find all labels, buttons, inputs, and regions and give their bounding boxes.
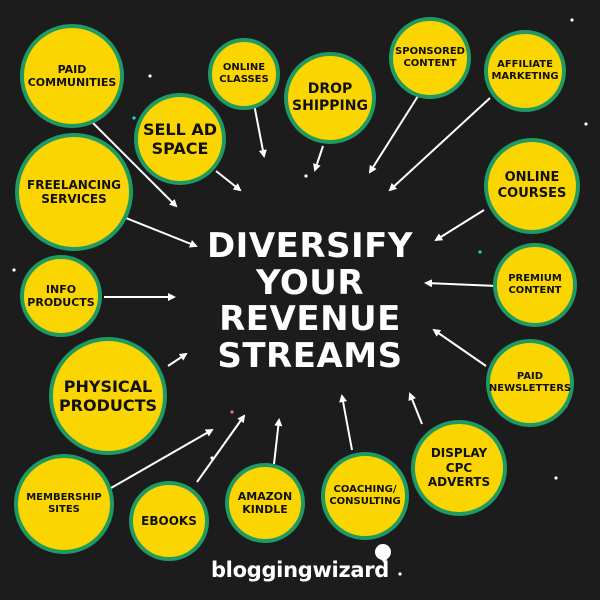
arrow bbox=[408, 392, 423, 425]
bubble-label: ONLINE COURSES bbox=[497, 170, 567, 201]
bubble-label: COACHING/ CONSULTING bbox=[329, 484, 401, 507]
bubble-label: SPONSORED CONTENT bbox=[395, 46, 465, 69]
bubble-label: PAID NEWSLETTERS bbox=[488, 371, 572, 394]
bubble-membership-sites: MEMBERSHIP SITES bbox=[14, 454, 114, 554]
bubble-label: INFO PRODUCTS bbox=[27, 282, 95, 309]
arrow bbox=[215, 170, 242, 192]
bubble-label: AMAZON KINDLE bbox=[237, 489, 293, 516]
bubble-paid-newsletters: PAID NEWSLETTERS bbox=[486, 339, 574, 427]
arrows-group bbox=[89, 95, 498, 489]
arrow bbox=[167, 352, 188, 367]
bubble-label: PREMIUM CONTENT bbox=[508, 273, 562, 296]
arrow bbox=[253, 103, 267, 158]
star-dot bbox=[554, 476, 558, 480]
bubble-sell-ad-space: SELL AD SPACE bbox=[134, 93, 226, 185]
bubble-paid-communities: PAID COMMUNITIES bbox=[20, 24, 124, 128]
arrow bbox=[110, 429, 214, 489]
star-dot bbox=[570, 18, 574, 22]
bubble-ebooks: EBOOKS bbox=[129, 481, 209, 561]
star-dot bbox=[148, 74, 152, 78]
arrow bbox=[339, 394, 353, 451]
arrow bbox=[125, 217, 198, 248]
arrow bbox=[388, 97, 491, 192]
star-dot bbox=[304, 174, 308, 178]
arrow bbox=[432, 328, 487, 367]
bubble-display-cpc-adverts: DISPLAY CPC ADVERTS bbox=[411, 420, 507, 516]
bubble-label: MEMBERSHIP SITES bbox=[26, 492, 102, 515]
bubble-label: DISPLAY CPC ADVERTS bbox=[427, 446, 491, 490]
arrow bbox=[313, 145, 324, 172]
star-dot bbox=[584, 122, 588, 126]
bubble-premium-content: PREMIUM CONTENT bbox=[493, 243, 577, 327]
bubble-label: AFFILIATE MARKETING bbox=[491, 59, 559, 82]
star-dot bbox=[478, 250, 482, 254]
arrow bbox=[196, 414, 246, 483]
arrow bbox=[424, 279, 498, 288]
brand-logo-text: bloggingwizard bbox=[210, 558, 390, 582]
center-title: DIVERSIFY YOUR REVENUE STREAMS bbox=[206, 226, 414, 377]
bubble-physical-products: PHYSICAL PRODUCTS bbox=[49, 337, 167, 455]
bubble-affiliate-marketing: AFFILIATE MARKETING bbox=[484, 30, 566, 112]
bubble-info-products: INFO PRODUCTS bbox=[20, 255, 102, 337]
bubble-freelancing-services: FREELANCING SERVICES bbox=[15, 133, 133, 251]
star-dot bbox=[398, 572, 402, 576]
star-dot bbox=[12, 268, 16, 272]
bubble-online-courses: ONLINE COURSES bbox=[484, 138, 580, 234]
star-dot bbox=[132, 116, 136, 120]
arrow bbox=[368, 95, 419, 174]
bubble-online-classes: ONLINE CLASSES bbox=[208, 38, 280, 110]
arrow bbox=[89, 119, 178, 208]
bubble-sponsored-content: SPONSORED CONTENT bbox=[389, 17, 471, 99]
bubble-label: ONLINE CLASSES bbox=[219, 62, 269, 85]
bubble-label: PHYSICAL PRODUCTS bbox=[58, 376, 158, 415]
brand-star-icon bbox=[375, 544, 391, 563]
bubble-label: EBOOKS bbox=[141, 513, 197, 528]
bubble-label: PAID COMMUNITIES bbox=[27, 62, 117, 89]
arrow bbox=[434, 209, 485, 242]
bubble-label: DROP SHIPPING bbox=[292, 81, 368, 114]
bubble-drop-shipping: DROP SHIPPING bbox=[284, 52, 376, 144]
bubble-amazon-kindle: AMAZON KINDLE bbox=[225, 463, 305, 543]
bubble-label: FREELANCING SERVICES bbox=[27, 177, 121, 206]
star-dot bbox=[230, 410, 234, 414]
arrow bbox=[273, 418, 283, 465]
bubble-coaching-consulting: COACHING/ CONSULTING bbox=[321, 452, 409, 540]
bubble-label: SELL AD SPACE bbox=[142, 119, 218, 158]
